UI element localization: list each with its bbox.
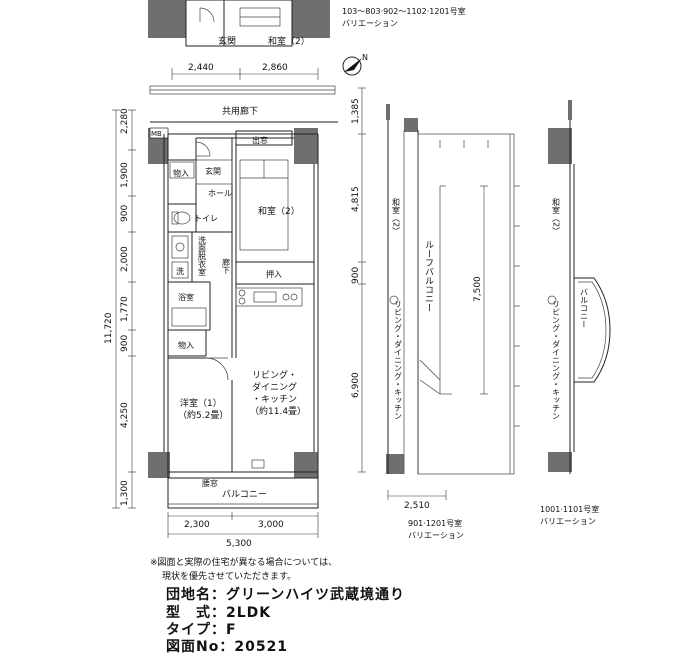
v901-roof-balcony: ルーフバルコニー — [423, 240, 434, 312]
v901-ldk: リビング・ダイニング・キッチン — [394, 300, 403, 420]
storage1-label: 物入 — [173, 168, 189, 178]
top-dim-1: 2,440 — [188, 63, 214, 73]
subtype-row: タイプ：F — [166, 619, 237, 639]
north-label: N — [362, 53, 368, 62]
sill-window-label: 腰窓 — [202, 478, 218, 488]
right-dim-1: 1,385 — [351, 98, 361, 124]
left-dim-6: 900 — [120, 335, 130, 352]
v1001-washitsu: 和室（2） — [552, 198, 561, 235]
ldk-label-2: ダイニング — [252, 381, 297, 393]
complex-label: 団地名： — [166, 587, 226, 603]
sanitary-label: 洗 — [176, 266, 184, 276]
right-dim-4: 6,900 — [351, 372, 361, 398]
variation-901: 7,500 和室（2） ルーフバルコニー リビング・ダイニング・キッチン 2,5… — [386, 104, 520, 540]
disclaimer-note: ※図面と実際の住宅が異なる場合については、 現状を優先させていただきます。 — [150, 556, 337, 584]
hallway-label: 廊下 — [222, 257, 231, 275]
bottom-dim-1: 2,300 — [184, 520, 210, 530]
subtype-value: F — [226, 622, 237, 638]
note-line-1: ※図面と実際の住宅が異なる場合については、 — [150, 558, 338, 568]
v901-dim-width: 2,510 — [404, 501, 430, 511]
type-value: 2LDK — [226, 605, 272, 621]
washroom-label: 洗面脱衣室 — [198, 235, 207, 276]
v901-label-1: 901·1201号室 — [408, 518, 462, 528]
left-dim-7: 4,250 — [120, 402, 130, 428]
v901-dim-height: 7,500 — [473, 276, 483, 302]
v1001-label-1: 1001·1101号室 — [540, 504, 599, 514]
right-dim-3: 900 — [351, 267, 361, 284]
left-dim-1: 2,280 — [120, 108, 130, 134]
main-plan: 共用廊下 MB 出窓 物入 玄関 ホール — [104, 87, 366, 549]
v1001-ldk: リビング・ダイニング・キッチン — [552, 300, 561, 420]
type-row: 型 式：2LDK — [166, 602, 271, 622]
window-label: 出窓 — [252, 135, 268, 145]
bath-label: 浴室 — [178, 292, 194, 302]
total-height-dim: 11,720 — [104, 312, 114, 344]
ldk-label-1: リビング・ — [252, 369, 297, 381]
type-label: 型 式： — [166, 605, 226, 621]
complex-name-row: 団地名：グリーンハイツ武蔵境通り — [166, 584, 405, 604]
ldk-size: （約11.4畳） — [250, 405, 306, 417]
note-line-2: 現状を優先させていただきます。 — [162, 572, 297, 582]
western-room-label: 洋室（1） — [180, 397, 222, 409]
v1001-balcony: バルコニー — [580, 288, 589, 328]
oshiire-label: 押入 — [266, 269, 282, 279]
total-width-dim: 5,300 — [226, 539, 252, 549]
drawing-no-row: 図面No：20521 — [166, 636, 288, 656]
drawing-value: 20521 — [234, 639, 289, 655]
left-dim-3: 900 — [120, 205, 130, 222]
left-dim-2: 1,900 — [120, 162, 130, 188]
top-variation-label-2: バリエーション — [342, 19, 398, 28]
hall-label: ホール — [208, 189, 232, 198]
top-variation-label-1: 103～803·902～1102·1201号室 — [342, 6, 466, 16]
variation-1001: 和室（2） バルコニー リビング・ダイニング・キッチン 1001·1101号室 … — [540, 100, 611, 526]
v901-label-2: バリエーション — [408, 531, 464, 540]
washitsu-label: 和室（2） — [258, 205, 300, 217]
toilet-label: トイレ — [194, 214, 218, 223]
ldk-label-3: ・キッチン — [252, 394, 297, 405]
v901-washitsu: 和室（2） — [392, 198, 401, 235]
top-room-washitsu: 和室（2） — [268, 35, 310, 47]
complex-value: グリーンハイツ武蔵境通り — [226, 587, 406, 603]
top-room-entrance: 玄関 — [218, 35, 236, 47]
left-dim-4: 2,000 — [120, 246, 130, 272]
entrance-label: 玄関 — [205, 166, 221, 176]
drawing-label: 図面No： — [166, 639, 235, 655]
v1001-label-2: バリエーション — [540, 517, 596, 526]
subtype-label: タイプ： — [166, 622, 226, 638]
corridor-label: 共用廊下 — [222, 105, 258, 117]
left-dim-5: 1,770 — [120, 296, 130, 322]
storage2-label: 物入 — [178, 340, 194, 350]
balcony-label: バルコニー — [222, 489, 267, 500]
north-arrow-icon: N — [342, 53, 368, 76]
left-dim-8: 1,300 — [120, 480, 130, 506]
mb-label: MB — [151, 130, 162, 138]
right-dim-2: 4,815 — [351, 186, 361, 212]
bottom-dim-2: 3,000 — [258, 520, 284, 530]
top-dim-2: 2,860 — [262, 63, 288, 73]
top-variation: 玄関 和室（2） 103～803·902～1102·1201号室 バリエーション… — [148, 0, 466, 95]
western-room-size: （約5.2畳） — [178, 409, 228, 421]
